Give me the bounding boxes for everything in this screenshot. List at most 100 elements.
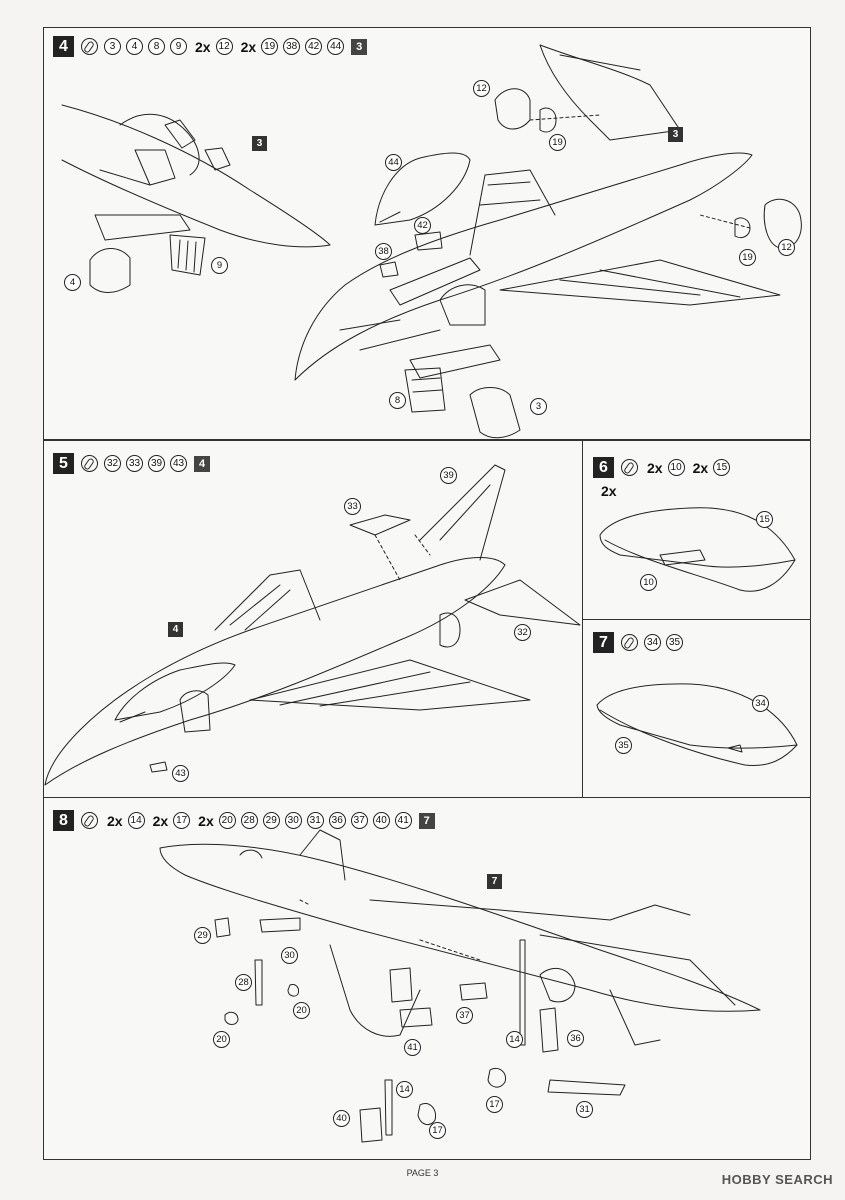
- part-callout: 10: [640, 574, 657, 591]
- step5-aircraft-drawing: [44, 464, 581, 786]
- part-callout: 36: [567, 1030, 584, 1047]
- step-number: 6: [593, 457, 614, 478]
- quantity-label: 2x: [647, 459, 663, 476]
- part-number: 4: [126, 38, 143, 55]
- reference-step-badge: 7: [418, 812, 435, 829]
- part-callout: 29: [194, 927, 211, 944]
- step-5-header: 5 32 33 39 43 4: [53, 453, 210, 474]
- part-callout: 32: [514, 624, 531, 641]
- part-number: 40: [372, 812, 390, 829]
- page-number: PAGE 3: [406, 1168, 439, 1178]
- quantity-label: 2x: [692, 459, 709, 476]
- step-6-sub-quantity: 2x: [597, 483, 618, 499]
- part-callout: 4: [64, 274, 81, 291]
- glue-icon: [81, 455, 98, 472]
- part-callout: 28: [235, 974, 252, 991]
- part-callout: 35: [615, 737, 632, 754]
- part-callout: 31: [576, 1101, 593, 1118]
- part-callout: 20: [293, 1002, 310, 1019]
- part-callout: 34: [752, 695, 769, 712]
- quantity-label: 2x: [240, 38, 257, 55]
- step6-pod-drawing: [599, 507, 796, 592]
- part-number: 39: [148, 455, 165, 472]
- reference-step-badge: 3: [351, 38, 368, 55]
- part-callout: 37: [456, 1007, 473, 1024]
- part-callout: 33: [344, 498, 361, 515]
- part-number: 36: [328, 812, 346, 829]
- reference-step-badge: 4: [194, 455, 210, 472]
- part-number: 34: [644, 634, 661, 651]
- part-number: 38: [283, 38, 301, 55]
- glue-icon: [81, 812, 98, 829]
- part-number: 12: [215, 38, 233, 55]
- part-callout: 41: [404, 1039, 421, 1056]
- step-7-panel: [582, 619, 811, 798]
- part-callout: 17: [486, 1096, 503, 1113]
- part-number: 30: [284, 812, 302, 829]
- part-callout: 42: [414, 217, 431, 234]
- part-number: 31: [306, 812, 324, 829]
- part-callout: 3: [530, 398, 547, 415]
- part-callout: 30: [281, 947, 298, 964]
- part-callout: 9: [211, 257, 228, 274]
- step-7-header: 7 34 35: [593, 632, 684, 653]
- part-number: 3: [104, 38, 121, 55]
- quantity-label: 2x: [198, 812, 214, 829]
- quantity-label: 2x: [195, 38, 211, 55]
- part-number: 15: [713, 459, 731, 476]
- quantity-label: 2x: [107, 812, 123, 829]
- part-number: 20: [218, 812, 236, 829]
- step-8-header: 8 2x 14 2x 17 2x 20 28 29 30 31 36 37 40…: [53, 810, 435, 831]
- part-callout: 12: [473, 80, 490, 97]
- part-number: 14: [127, 812, 145, 829]
- part-callout: 8: [389, 392, 406, 409]
- quantity-label: 2x: [601, 483, 617, 499]
- step-number: 8: [53, 810, 74, 831]
- part-callout: 12: [778, 239, 795, 256]
- step-6-header: 6 2x 10 2x 15: [593, 457, 731, 478]
- part-callout: 43: [172, 765, 189, 782]
- step8-aircraft-drawing: [159, 829, 761, 1143]
- step-number: 7: [593, 632, 614, 653]
- part-number: 42: [305, 38, 323, 55]
- part-callout: 17: [429, 1122, 446, 1139]
- step-4-header: 4 3 4 8 9 2x 12 2x 19 38 42 44 3: [53, 36, 368, 57]
- step4-aircraft-drawing: [294, 44, 802, 439]
- part-callout: 40: [333, 1110, 350, 1127]
- part-number: 29: [262, 812, 280, 829]
- part-number: 35: [666, 634, 683, 651]
- part-number: 41: [394, 812, 412, 829]
- step4-nose-detail-drawing: [61, 104, 331, 293]
- part-callout: 38: [375, 243, 392, 260]
- glue-icon: [621, 634, 638, 651]
- part-number: 32: [104, 455, 121, 472]
- reference-step-badge: 4: [168, 622, 183, 637]
- part-callout: 14: [396, 1081, 413, 1098]
- watermark-brand: HOBBY SEARCH: [721, 1172, 833, 1187]
- part-number: 33: [126, 455, 143, 472]
- part-number: 17: [173, 812, 191, 829]
- part-callout: 39: [440, 467, 457, 484]
- reference-step-badge: 3: [668, 127, 683, 142]
- part-number: 8: [148, 38, 165, 55]
- step7-pod-drawing: [596, 683, 798, 767]
- part-number: 37: [350, 812, 368, 829]
- step-number: 4: [53, 36, 74, 57]
- glue-icon: [621, 459, 638, 476]
- part-callout: 19: [739, 249, 756, 266]
- part-callout: 20: [213, 1031, 230, 1048]
- part-number: 9: [170, 38, 187, 55]
- part-number: 28: [240, 812, 258, 829]
- reference-step-badge: 3: [252, 136, 267, 151]
- part-number: 44: [327, 38, 345, 55]
- part-number: 43: [170, 455, 187, 472]
- part-number: 19: [261, 38, 279, 55]
- part-callout: 19: [549, 134, 566, 151]
- part-number: 10: [667, 459, 685, 476]
- step-6-panel: [582, 440, 811, 620]
- reference-step-badge: 7: [487, 874, 502, 889]
- part-callout: 44: [385, 154, 402, 171]
- part-callout: 15: [756, 511, 773, 528]
